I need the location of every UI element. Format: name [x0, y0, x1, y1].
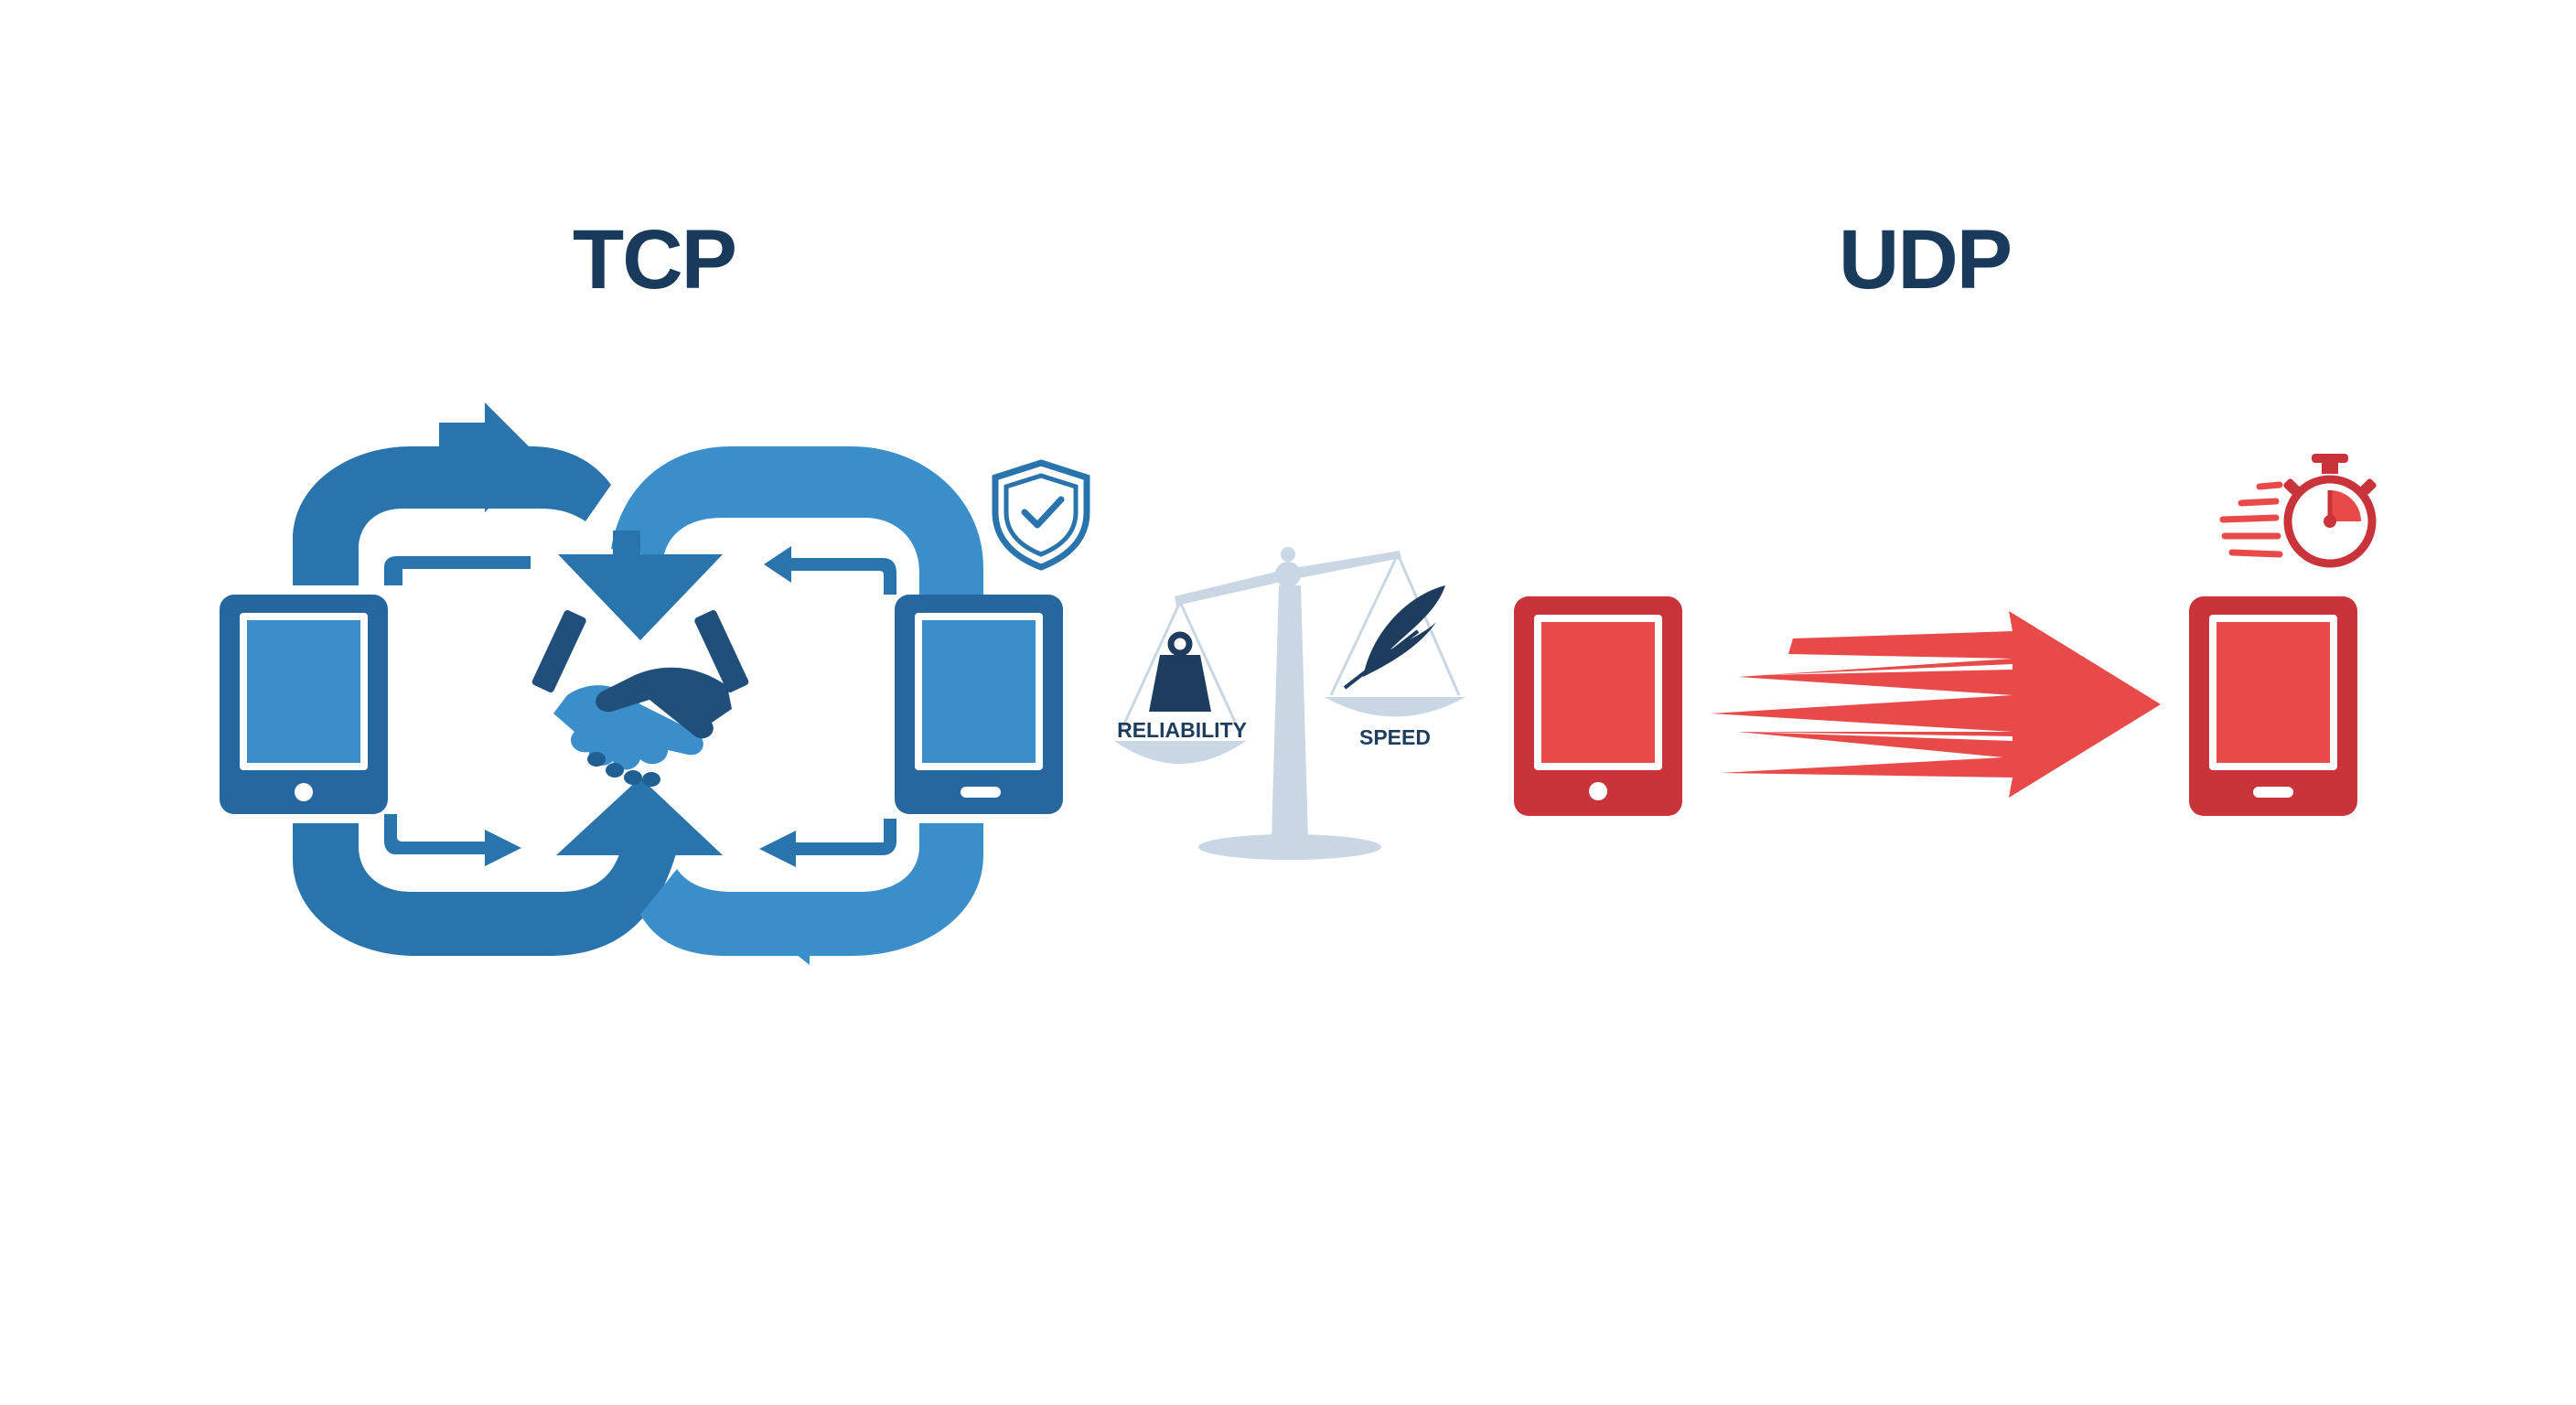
- shield-check-icon: [992, 459, 1090, 571]
- tcp-loop-right: [611, 446, 983, 595]
- tcp-device-left: [220, 595, 388, 814]
- tcp-inner-arrows: [384, 546, 896, 867]
- tcp-loop: [293, 402, 983, 965]
- tcp-small-arrow-3b: [384, 814, 402, 854]
- tcp-loop-left: [293, 446, 611, 585]
- udp-fast-arrow: [1711, 611, 2161, 798]
- speed-label: SPEED: [1359, 725, 1431, 749]
- tcp-arrow-top-right: [439, 402, 540, 512]
- tcp-loop-bottom-right: [640, 823, 983, 956]
- tcp-small-arrow-4: [759, 831, 874, 867]
- tcp-title: TCP: [573, 213, 737, 306]
- tcp-loop-bottom-left: [293, 823, 677, 956]
- weight-icon: [1149, 631, 1211, 712]
- udp-device-right: [2189, 596, 2357, 816]
- tcp-device-right: [895, 595, 1063, 814]
- tcp-small-arrow-1: [384, 556, 531, 585]
- stopwatch-icon: [2283, 454, 2377, 568]
- tcp-small-arrow-2b: [874, 558, 896, 595]
- balance-scale-icon: [1114, 547, 1465, 860]
- reliability-label: RELIABILITY: [1117, 718, 1247, 742]
- tcp-small-arrow-3: [402, 830, 521, 866]
- udp-title: UDP: [1838, 213, 2012, 306]
- tcp-small-arrow-2: [764, 546, 874, 583]
- tcp-arrow-up-center: [556, 778, 723, 855]
- tcp-arrow-bottom-left: [764, 892, 842, 965]
- handshake-icon: [531, 610, 749, 787]
- tcp-small-arrow-4b: [874, 819, 896, 855]
- udp-device-left: [1514, 596, 1682, 816]
- feather-icon: [1343, 585, 1445, 690]
- tcp-arrow-down-center: [558, 531, 723, 640]
- speed-lines: [2219, 481, 2283, 558]
